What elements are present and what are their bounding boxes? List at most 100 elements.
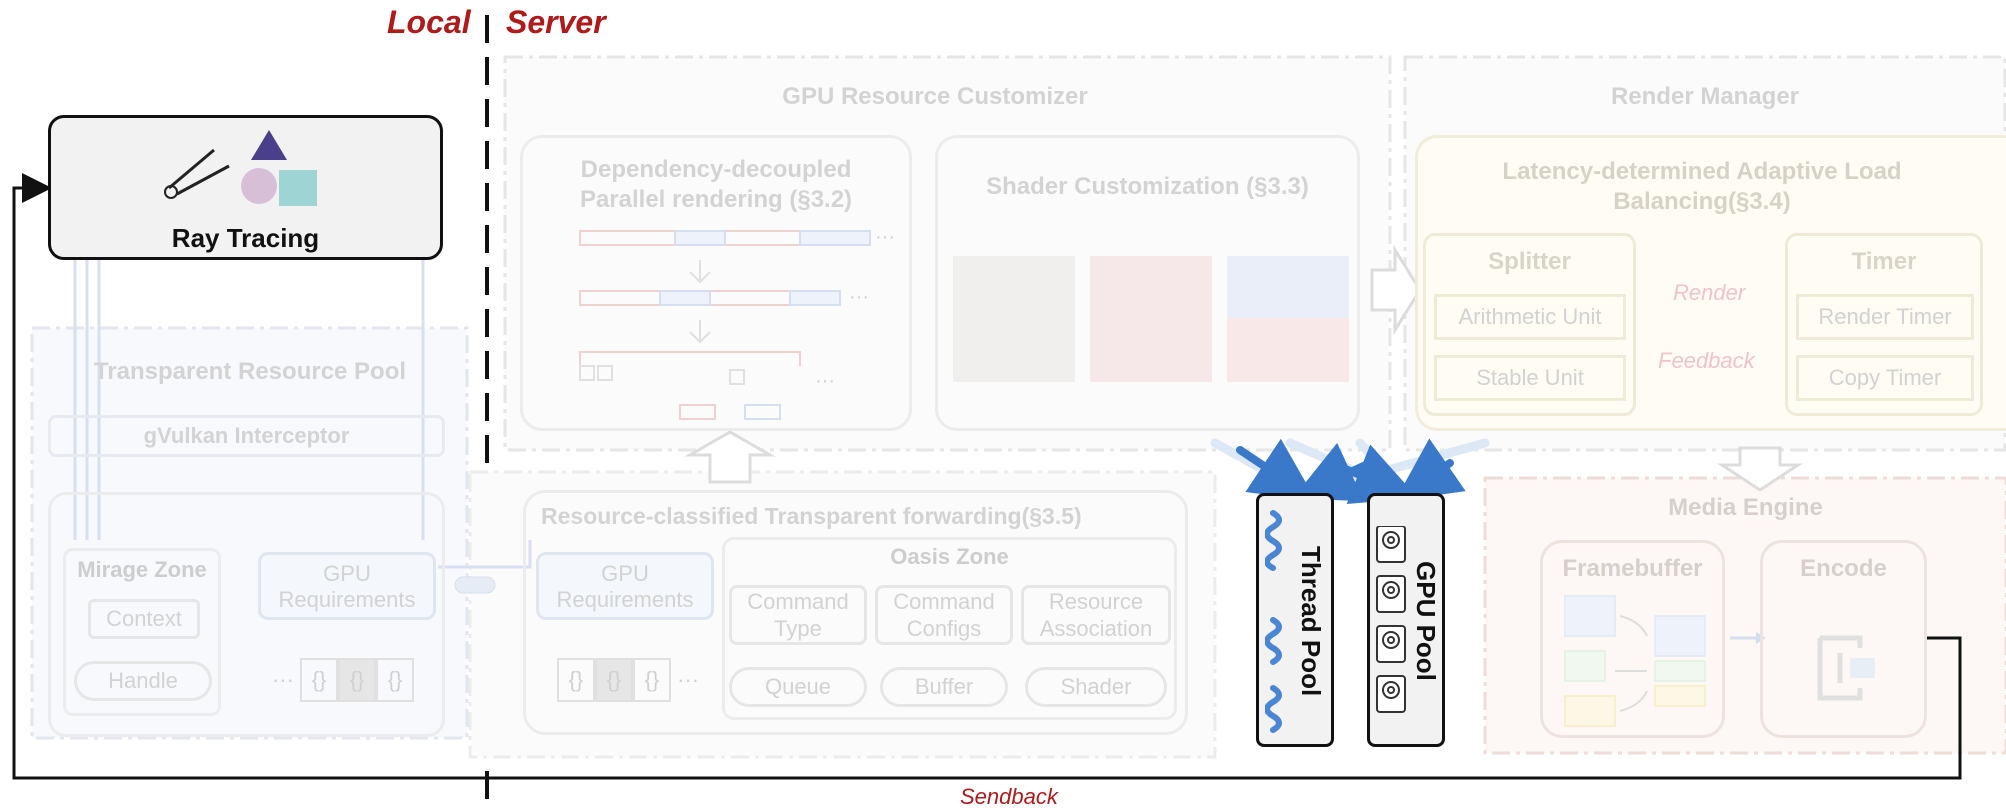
render-timer-label: Render Timer — [1818, 304, 1952, 329]
buffer-label: Buffer — [914, 674, 974, 699]
timer-box: Timer Render Timer Copy Timer — [1785, 233, 1983, 416]
local-gpu-req-line1: GPU — [323, 561, 371, 586]
oasis-zone-box: Oasis Zone Command Type Command Configs … — [722, 537, 1177, 720]
local-brace-ellipsis: ··· — [271, 667, 294, 692]
mirage-zone-title: Mirage Zone — [77, 557, 207, 582]
splitter-title: Splitter — [1488, 248, 1571, 275]
dependency-ellipsis-2: ··· — [849, 286, 869, 308]
shader-thumb-2 — [1090, 256, 1212, 382]
server-header: Server — [506, 4, 606, 40]
adaptive-title-line1: Latency-determined Adaptive Load — [1502, 158, 1902, 185]
media-engine-title: Media Engine — [1668, 494, 1823, 521]
thread-pool-box: Thread Pool — [1256, 493, 1334, 747]
framebuffer-grid-icon — [1564, 595, 1706, 727]
stable-unit-label: Stable Unit — [1476, 365, 1584, 390]
server-brace-1: {} — [556, 658, 595, 702]
parallel-rendering-bars — [579, 230, 871, 420]
render-timer-box: Render Timer — [1796, 294, 1974, 340]
server-brace-row: {}{}{} ··· — [548, 658, 708, 702]
render-manager-title: Render Manager — [1610, 83, 1800, 110]
interceptor-label: gVulkan Interceptor — [143, 423, 350, 448]
connector-pill — [454, 576, 496, 594]
local-brace-3: {} — [376, 658, 415, 702]
mirage-zone-box: Mirage Zone Context Handle — [63, 548, 221, 716]
arithmetic-unit-box: Arithmetic Unit — [1434, 294, 1626, 340]
adaptive-box: Latency-determined Adaptive Load Balanci… — [1415, 135, 2006, 431]
command-configs-box: Command Configs — [875, 585, 1013, 645]
framebuffer-title: Framebuffer — [1562, 555, 1703, 582]
forwarding-title: Resource-classified Transparent forwardi… — [541, 503, 1082, 529]
command-configs-line2: Configs — [906, 616, 982, 641]
ray-tracing-label: Ray Tracing — [171, 223, 320, 253]
copy-timer-label: Copy Timer — [1828, 365, 1942, 390]
queue-label: Queue — [764, 674, 832, 699]
resource-assoc-line1: Resource — [1048, 589, 1144, 614]
local-brace-1: {} — [300, 658, 339, 702]
timer-title: Timer — [1851, 248, 1917, 275]
handle-box: Handle — [74, 661, 212, 701]
dependency-ellipsis-3: ··· — [815, 370, 835, 392]
shader-custom-title: Shader Customization (§3.3) — [986, 173, 1309, 200]
buffer-box: Buffer — [880, 667, 1008, 707]
command-type-box: Command Type — [729, 585, 867, 645]
queue-box: Queue — [729, 667, 867, 707]
arithmetic-unit-label: Arithmetic Unit — [1458, 304, 1602, 329]
command-type-line1: Command — [747, 589, 849, 614]
resource-assoc-line2: Association — [1039, 616, 1153, 641]
clamp-icon — [1817, 635, 1875, 701]
encode-title: Encode — [1800, 555, 1887, 582]
shader-thumb-3 — [1227, 256, 1349, 318]
shader-thumb-1 — [953, 256, 1075, 382]
forwarding-box: Resource-classified Transparent forwardi… — [523, 490, 1188, 735]
gpu-customizer-panel — [503, 55, 1392, 452]
ray-tracing-box: Ray Tracing — [48, 115, 443, 260]
pool-blue-arrows — [1210, 438, 1490, 505]
feedback-label: Feedback — [1658, 348, 1755, 373]
splitter-box: Splitter Arithmetic Unit Stable Unit — [1423, 233, 1636, 416]
local-brace-row: ··· {}{}{} — [268, 658, 418, 702]
thread-pool-label: Thread Pool — [1296, 546, 1326, 697]
dependency-ellipsis-1: ··· — [875, 226, 895, 248]
gpu-customizer-title: GPU Resource Customizer — [782, 83, 1088, 110]
resource-assoc-box: Resource Association — [1021, 585, 1171, 645]
shader-thumb-4 — [1227, 318, 1349, 382]
adaptive-title-line2: Balancing(§3.4) — [1613, 188, 1791, 215]
local-brace-2: {} — [338, 658, 377, 702]
thread-wave-icons — [1265, 510, 1282, 733]
handle-label: Handle — [108, 668, 178, 693]
transparent-pool-panel — [30, 326, 469, 740]
command-configs-line1: Command — [893, 589, 995, 614]
transparent-pool-title: Transparent Resource Pool — [93, 358, 407, 385]
interceptor-box: gVulkan Interceptor — [48, 415, 445, 457]
dependency-title-line2: Parallel rendering (§3.2) — [579, 186, 853, 213]
right-arrow — [1370, 244, 1422, 336]
shader-box: Shader — [1025, 667, 1167, 707]
down-arrow — [1716, 446, 1804, 492]
sendback-line — [12, 173, 1962, 780]
server-brace-ellipsis: ··· — [677, 667, 700, 692]
server-gpu-req-line2: Requirements — [556, 587, 694, 612]
local-header: Local — [387, 4, 471, 40]
sendback-label: Sendback — [960, 784, 1058, 809]
stable-unit-box: Stable Unit — [1434, 355, 1626, 401]
context-label: Context — [106, 606, 182, 631]
shader-custom-box: Shader Customization (§3.3) — [935, 135, 1360, 431]
oasis-zone-title: Oasis Zone — [890, 544, 1009, 569]
gpu-pool-label: GPU Pool — [1411, 561, 1441, 681]
server-gpu-req-box: GPU Requirements — [536, 552, 714, 620]
context-box: Context — [88, 599, 200, 639]
copy-timer-box: Copy Timer — [1796, 355, 1974, 401]
gpu-card-icons — [1376, 526, 1406, 713]
shader-label: Shader — [1060, 674, 1132, 699]
up-arrow — [684, 430, 776, 484]
local-gpu-req-line2: Requirements — [278, 587, 416, 612]
dependency-title-line1: Dependency-decoupled — [580, 156, 852, 183]
server-gpu-req-line1: GPU — [601, 561, 649, 586]
ray-tracing-icon — [164, 130, 317, 206]
command-type-line2: Type — [774, 616, 822, 641]
local-gpu-req-box: GPU Requirements — [258, 552, 436, 620]
framebuffer-box: Framebuffer — [1540, 540, 1725, 738]
server-brace-2: {} — [594, 658, 633, 702]
server-brace-3: {} — [632, 658, 671, 702]
encode-box: Encode — [1760, 540, 1927, 738]
